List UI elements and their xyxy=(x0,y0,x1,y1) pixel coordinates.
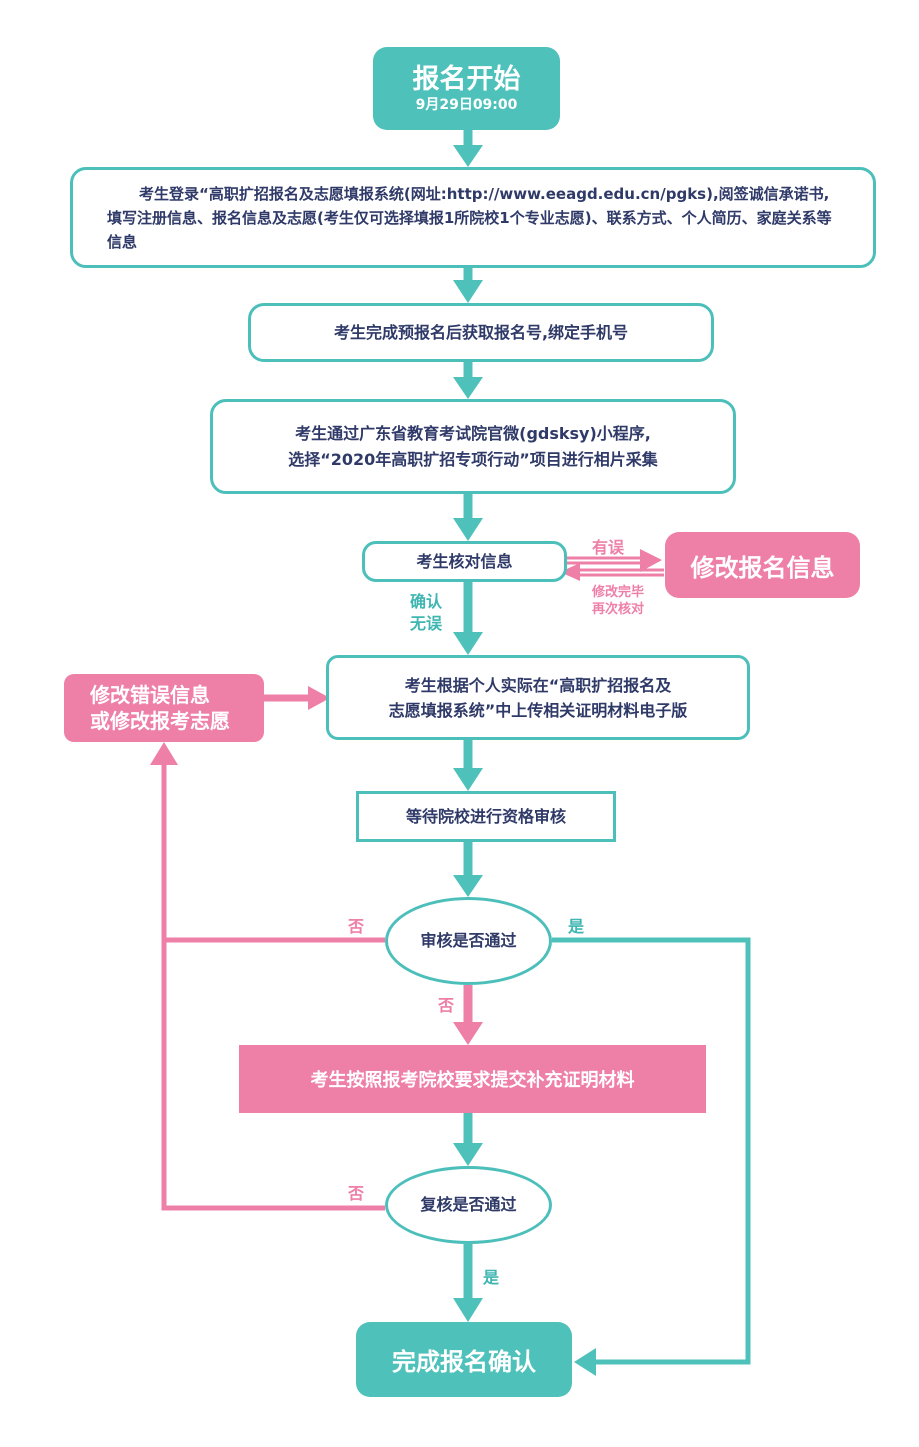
upload-text-line1: 考生根据个人实际在“高职扩招报名及 xyxy=(404,675,672,695)
upload-step: 考生根据个人实际在“高职扩招报名及 志愿填报系统”中上传相关证明材料电子版 xyxy=(326,655,750,740)
wait-review-step: 等待院校进行资格审核 xyxy=(356,791,616,842)
modify-error-line1: 修改错误信息 xyxy=(90,683,210,707)
verify-text: 考生核对信息 xyxy=(416,551,513,571)
supplement-step: 考生按照报考院校要求提交补充证明材料 xyxy=(239,1045,706,1113)
modify-info-text: 修改报名信息 xyxy=(690,553,835,582)
modify-info-node: 修改报名信息 xyxy=(665,532,860,598)
photo-text-line1: 考生通过广东省教育考试院官微(gdsksy)小程序, xyxy=(295,423,651,443)
main-flow-arrowheads xyxy=(453,145,483,1322)
review-decision-text: 审核是否通过 xyxy=(420,931,517,950)
review-no-down-label: 否 xyxy=(438,996,455,1015)
photo-step: 考生通过广东省教育考试院官微(gdsksy)小程序, 选择“2020年高职扩招专… xyxy=(210,399,736,494)
review-no-loop xyxy=(150,742,385,1211)
recheck-yes-label: 是 xyxy=(483,1268,500,1287)
photo-text-line2: 选择“2020年高职扩招专项行动”项目进行相片采集 xyxy=(288,449,658,469)
wait-review-text: 等待院校进行资格审核 xyxy=(405,806,566,826)
review-yes-label: 是 xyxy=(568,917,585,936)
error-loop-arrows xyxy=(560,549,664,581)
finish-text: 完成报名确认 xyxy=(392,1348,536,1376)
recheck-decision: 复核是否通过 xyxy=(385,1166,552,1244)
supplement-text: 考生按照报考院校要求提交补充证明材料 xyxy=(310,1070,635,1091)
review-decision: 审核是否通过 xyxy=(385,897,552,985)
recheck-label-line1: 修改完毕 xyxy=(592,585,645,600)
modify-to-upload-arrow xyxy=(264,686,330,710)
review-no-down-arrow xyxy=(453,985,483,1045)
start-node: 报名开始 9月29日09:00 xyxy=(373,47,560,130)
verify-step: 考生核对信息 xyxy=(362,541,567,582)
register-step: 考生登录“高职扩招报名及志愿填报系统(网址:http://www.eeagd.e… xyxy=(70,167,876,268)
pre-register-text: 考生完成预报名后获取报名号,绑定手机号 xyxy=(333,322,629,342)
finish-node: 完成报名确认 xyxy=(356,1322,572,1397)
upload-text-line2: 志愿填报系统”中上传相关证明材料电子版 xyxy=(388,700,688,720)
review-no-label: 否 xyxy=(348,917,365,936)
confirm-ok-line1: 确认 xyxy=(410,592,443,611)
recheck-decision-text: 复核是否通过 xyxy=(420,1195,517,1214)
modify-error-node: 修改错误信息 或修改报考志愿 xyxy=(64,674,264,742)
register-text: 考生登录“高职扩招报名及志愿填报系统(网址:http://www.eeagd.e… xyxy=(107,184,832,251)
start-title: 报名开始 xyxy=(412,63,521,95)
has-error-label: 有误 xyxy=(592,538,625,557)
confirm-ok-line2: 无误 xyxy=(410,614,443,633)
modify-error-line2: 或修改报考志愿 xyxy=(90,709,230,733)
recheck-label-line2: 再次核对 xyxy=(592,602,645,617)
review-yes-path xyxy=(552,937,751,1376)
start-date: 9月29日09:00 xyxy=(415,96,518,113)
recheck-no-label: 否 xyxy=(348,1184,365,1203)
pre-register-step: 考生完成预报名后获取报名号,绑定手机号 xyxy=(248,303,714,362)
